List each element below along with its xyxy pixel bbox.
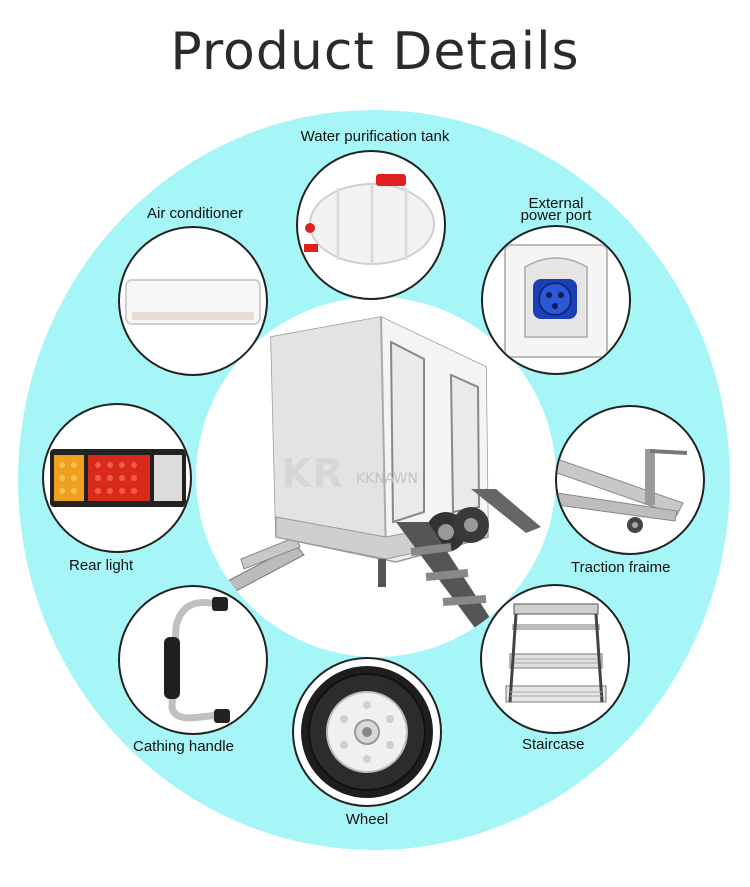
rear-light-image: [42, 403, 192, 553]
label-staircase: Staircase: [522, 736, 585, 753]
staircase-image: [480, 584, 630, 734]
traction-frame-image: [555, 405, 705, 555]
label-water-tank: Water purification tank: [300, 128, 450, 145]
watermark-text: KKNAWN: [356, 471, 418, 487]
air-conditioner-image: [118, 226, 268, 376]
mobile-toilet-trailer-image: KR KKNAWN: [196, 297, 556, 657]
water-tank-image: [296, 150, 446, 300]
label-power-port-line1: External: [528, 195, 584, 212]
page-title: Product Details: [170, 22, 580, 82]
label-traction-frame: Traction fraime: [571, 559, 671, 576]
svg-text:KR: KR: [281, 451, 343, 497]
label-wheel: Wheel: [345, 811, 389, 828]
label-handle: Cathing handle: [133, 738, 234, 755]
label-air-conditioner: Air conditioner: [147, 205, 243, 222]
power-port-image: [481, 225, 631, 375]
label-power-port-line2: power port: [520, 207, 592, 224]
handle-image: [118, 585, 268, 735]
wheel-image: [292, 657, 442, 807]
label-rear-light: Rear light: [69, 557, 134, 574]
